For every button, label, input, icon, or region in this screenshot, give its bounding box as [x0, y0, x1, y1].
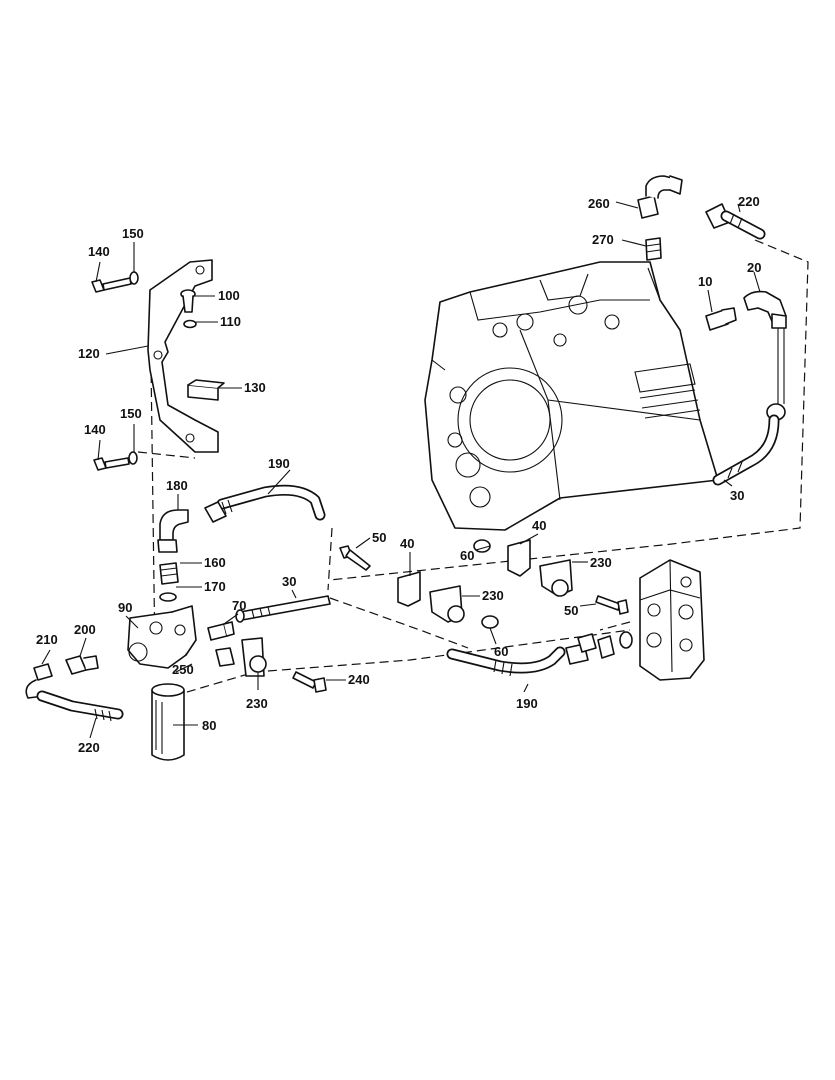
callout-220-left: 220	[78, 740, 100, 755]
callout-110: 110	[220, 314, 241, 329]
washer-150-bottom	[128, 451, 138, 465]
pipe-30-middle	[235, 595, 331, 623]
callout-60-top: 60	[460, 548, 474, 563]
callout-40-left: 40	[400, 536, 414, 551]
valve-block	[639, 559, 705, 681]
callout-140-bottom: 140	[84, 422, 106, 437]
filter-head-90	[127, 605, 197, 669]
callout-50-right: 50	[564, 603, 578, 618]
nipple-270	[645, 237, 662, 261]
bracket-120	[147, 259, 219, 453]
washer-110	[183, 319, 197, 329]
fitting-70	[207, 621, 235, 641]
hose-190-lower	[446, 646, 566, 677]
nut-60-bottom	[481, 615, 499, 629]
callout-190-lower: 190	[516, 696, 538, 711]
pipe-30-right	[712, 328, 786, 486]
adapter-10	[705, 307, 737, 331]
clamp-230-left	[241, 637, 267, 677]
bolt-240	[292, 671, 327, 693]
bolt-140-bottom	[93, 457, 130, 471]
callout-150-bottom: 150	[120, 406, 142, 421]
bolt-50-left	[339, 545, 371, 571]
callout-80: 80	[202, 718, 216, 733]
assembly-lines	[137, 239, 809, 701]
adapter-160	[159, 562, 179, 585]
callout-20: 20	[747, 260, 761, 275]
callout-150-top: 150	[122, 226, 144, 241]
fittings-right	[565, 631, 633, 665]
callout-250: 250	[172, 662, 194, 677]
callouts: 10 20 30 30 40 40 50 50 60 60 70 80 90 1…	[36, 194, 761, 755]
callout-190-upper: 190	[268, 456, 290, 471]
callout-100: 100	[218, 288, 240, 303]
callout-180: 180	[166, 478, 188, 493]
leader-lines	[41, 201, 761, 739]
pad-130	[187, 379, 225, 401]
seal-170	[159, 592, 177, 602]
bolt-140-top	[91, 277, 132, 293]
fitting-200	[65, 655, 99, 675]
callout-70: 70	[232, 598, 246, 613]
elbow-260	[637, 175, 683, 219]
hose-190-upper	[204, 484, 326, 523]
callout-230-right: 230	[590, 555, 612, 570]
callout-270: 270	[592, 232, 614, 247]
spacer-250	[215, 647, 235, 667]
clamp-230-right	[539, 559, 573, 597]
bolt-50-right	[595, 595, 629, 615]
hose-220-top	[705, 203, 766, 240]
callout-140-top: 140	[88, 244, 110, 259]
callout-10: 10	[698, 274, 712, 289]
callout-120: 120	[78, 346, 100, 361]
callout-210: 210	[36, 632, 58, 647]
elbow-180	[157, 509, 189, 553]
callout-160: 160	[204, 555, 226, 570]
elbow-20	[743, 290, 787, 329]
screw-100	[180, 289, 196, 313]
callout-90: 90	[118, 600, 132, 615]
callout-240: 240	[348, 672, 370, 687]
washer-150-top	[129, 271, 139, 285]
filter-element-80	[151, 683, 185, 761]
callout-30-middle: 30	[282, 574, 296, 589]
callout-40-right: 40	[532, 518, 546, 533]
callout-230-middle: 230	[482, 588, 504, 603]
callout-50-left: 50	[372, 530, 386, 545]
hose-220-left	[36, 690, 124, 722]
callout-200: 200	[74, 622, 96, 637]
callout-130: 130	[244, 380, 266, 395]
clamp-230-middle	[429, 585, 465, 623]
bracket-40-right	[507, 539, 531, 577]
callout-170: 170	[204, 579, 226, 594]
callout-220-top: 220	[738, 194, 760, 209]
callout-230-left: 230	[246, 696, 268, 711]
callout-60-bottom: 60	[494, 644, 508, 659]
callout-30-right: 30	[730, 488, 744, 503]
transmission-housing	[424, 261, 719, 531]
bracket-40-left	[397, 571, 421, 607]
callout-260: 260	[588, 196, 610, 211]
